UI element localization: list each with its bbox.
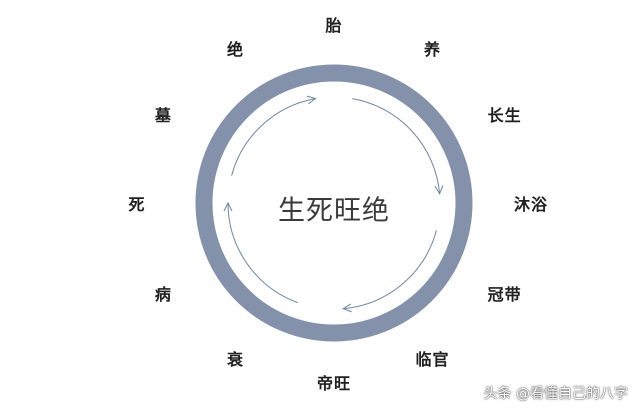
arrow-bottom-head	[342, 303, 352, 313]
stage-label: 绝	[226, 40, 245, 59]
stage-label: 临官	[415, 350, 450, 369]
arrow-left-arc	[227, 202, 298, 304]
watermark: 头条 @看懂自己的八字	[483, 386, 628, 402]
stage-label: 帝旺	[316, 374, 352, 393]
outer-ring	[195, 64, 473, 342]
arrow-left-head	[223, 201, 233, 212]
stage-label: 沐浴	[513, 195, 549, 214]
cycle-arrows	[223, 95, 444, 313]
arrow-bottom-arc	[343, 230, 437, 310]
stage-label: 死	[128, 195, 146, 214]
arrow-right-head	[434, 185, 444, 195]
stage-label: 冠带	[487, 284, 522, 304]
stage-label: 墓	[154, 105, 172, 125]
arrow-right-arc	[352, 98, 441, 194]
arrow-top-arc	[231, 98, 316, 176]
stage-label: 胎	[325, 16, 343, 35]
stage-label: 长生	[487, 105, 522, 125]
stage-label: 衰	[226, 350, 245, 369]
stage-label: 病	[154, 284, 172, 304]
arrow-top-head	[306, 95, 317, 105]
center-title: 生死旺绝	[278, 195, 390, 227]
stage-label: 养	[423, 40, 442, 59]
